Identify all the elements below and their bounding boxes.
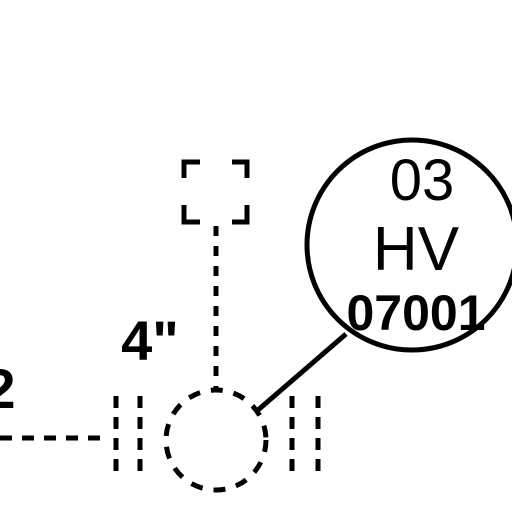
square-corner — [181, 159, 200, 178]
tag-line-3: 07001 — [346, 285, 485, 341]
square-corner — [232, 159, 250, 178]
square-corner — [232, 205, 250, 225]
right-flange — [289, 396, 321, 480]
square-corner — [181, 205, 200, 225]
dashed-square-symbol — [181, 159, 250, 225]
left-flange — [113, 396, 143, 480]
tag-line-1: 03 — [390, 148, 455, 213]
valve-body-circle — [163, 387, 269, 493]
tag-bubble — [304, 137, 512, 353]
pipe-size-label: 4" — [121, 309, 179, 372]
tag-line-2: HV — [373, 215, 460, 284]
tag-leader-line — [256, 332, 348, 412]
partial-left-label: 2 — [0, 357, 16, 420]
